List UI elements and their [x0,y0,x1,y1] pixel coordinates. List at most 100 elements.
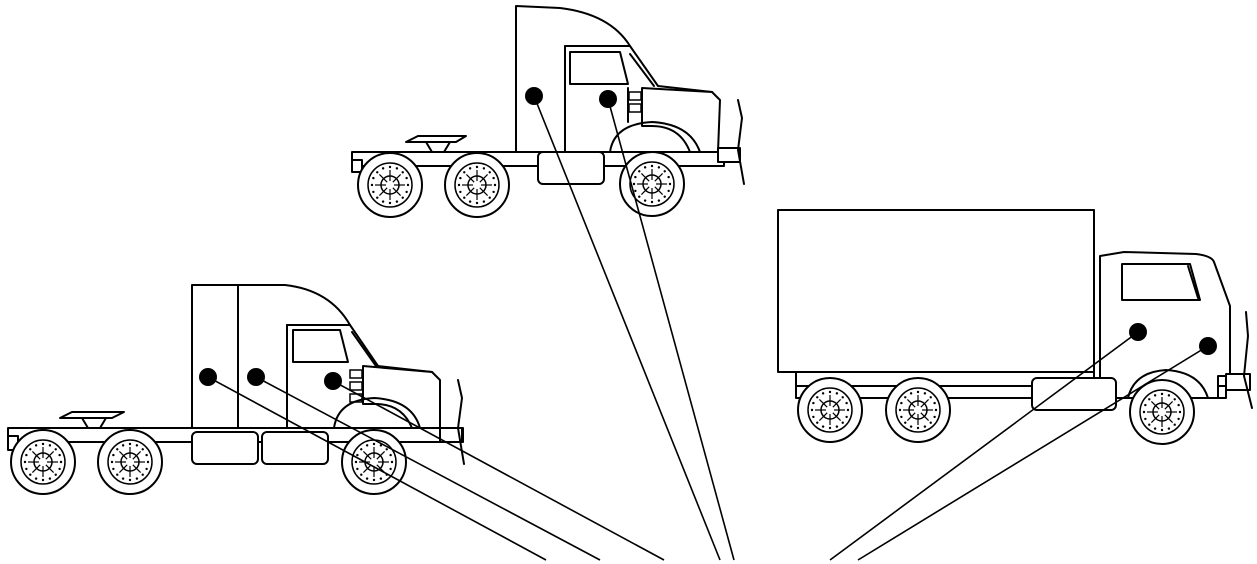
wheel-lug [390,460,394,464]
truck-right-cab [1099,251,1231,399]
truck-top-rear-wheel-1 [357,152,423,218]
wheel-lug [389,467,392,471]
wheel-lug [667,175,670,179]
wheel-spoke [465,187,475,197]
wheel-lug [376,196,379,199]
wheel-lug [379,477,383,480]
wheel-spoke [832,412,842,422]
wheel-spoke [132,464,142,474]
wheel-lug [121,477,125,480]
wheel-lug [360,448,363,451]
wheel-spoke [1164,414,1174,424]
wheel-lug [812,401,815,405]
wheel-lug [835,392,839,395]
wheel-lug [395,200,399,203]
wheel-lug [493,183,497,187]
wheel-spoke [118,450,128,460]
wheel-lug [395,167,399,170]
truck-right-cargo-box [777,209,1095,373]
wheel-lug [379,444,383,447]
truck-left-exhaust [457,379,465,465]
wheel-lug [385,448,388,451]
wheel-lug [650,164,654,168]
wheel-spoke [362,450,372,460]
wheel-lug [1153,394,1157,397]
wheel-lug [657,199,661,202]
wheel-lug [638,195,641,198]
wheel-spoke [362,464,372,474]
wheel-lug [128,442,132,446]
wheel-spoke [132,450,142,460]
wheel-lug [116,473,119,476]
wheel-lug [25,453,28,457]
wheel-lug [1177,417,1180,421]
wheel-lug [1160,392,1164,396]
wheel-lug [141,473,144,476]
wheel-lug [1142,410,1146,414]
wheel-lug [354,460,358,464]
wheel-lug [643,199,647,202]
callout-dot [247,368,265,386]
wheel-lug [845,415,848,419]
wheel-lug [492,176,495,180]
wheel-spoke [1150,414,1160,424]
truck-top [351,5,745,218]
wheel-lug [1173,398,1176,401]
wheel-spoke [640,172,650,182]
wheel-spoke [45,464,55,474]
truck-top-fifth-wheel [405,135,467,143]
wheel-lug [909,392,913,395]
wheel-spoke [920,412,930,422]
wheel-lug [638,170,641,173]
wheel-lug [389,453,392,457]
wheel-lug [1178,410,1182,414]
truck-right-rear-wheel-1 [797,377,863,443]
wheel-lug [810,408,814,412]
truck-left-rear-wheel-2 [97,429,163,495]
wheel-lug [663,170,666,173]
wheel-lug [812,415,815,419]
wheel-lug [643,166,647,169]
wheel-lug [632,182,636,186]
truck-left-front-bumper [439,427,463,443]
wheel-lug [145,467,148,471]
wheel-lug [634,189,637,193]
wheel-lug [48,444,52,447]
wheel-lug [459,176,462,180]
truck-top-front-bumper [717,147,741,163]
wheel-lug [58,453,61,457]
wheel-lug [25,467,28,471]
wheel-lug [365,477,369,480]
wheel-lug [356,453,359,457]
wheel-lug [828,390,832,394]
wheel-lug [48,477,52,480]
truck-left-fifth-wheel-mount [81,417,107,429]
wheel-lug [934,408,938,412]
truck-top-fifth-wheel-mount [425,141,451,153]
wheel-lug [933,401,936,405]
wheel-lug [128,478,132,482]
wheel-lug [916,426,920,430]
wheel-lug [1177,403,1180,407]
wheel-spoke [1164,400,1174,410]
wheel-lug [482,200,486,203]
wheel-lug [475,201,479,205]
wheel-lug [828,426,832,430]
wheel-lug [112,453,115,457]
wheel-spoke [378,187,388,197]
wheel-lug [388,165,392,169]
truck-right [777,209,1253,445]
wheel-spoke [1150,400,1160,410]
wheel-lug [916,390,920,394]
wheel-lug [846,408,850,412]
wheel-lug [1153,427,1157,430]
truck-left-rear-wheel-1 [10,429,76,495]
wheel-lug [1144,403,1147,407]
wheel-lug [1167,427,1171,430]
wheel-lug [821,392,825,395]
wheel-lug [370,183,374,187]
wheel-lug [816,396,819,399]
wheel-lug [1148,398,1151,401]
wheel-lug [482,167,486,170]
wheel-spoke [818,412,828,422]
